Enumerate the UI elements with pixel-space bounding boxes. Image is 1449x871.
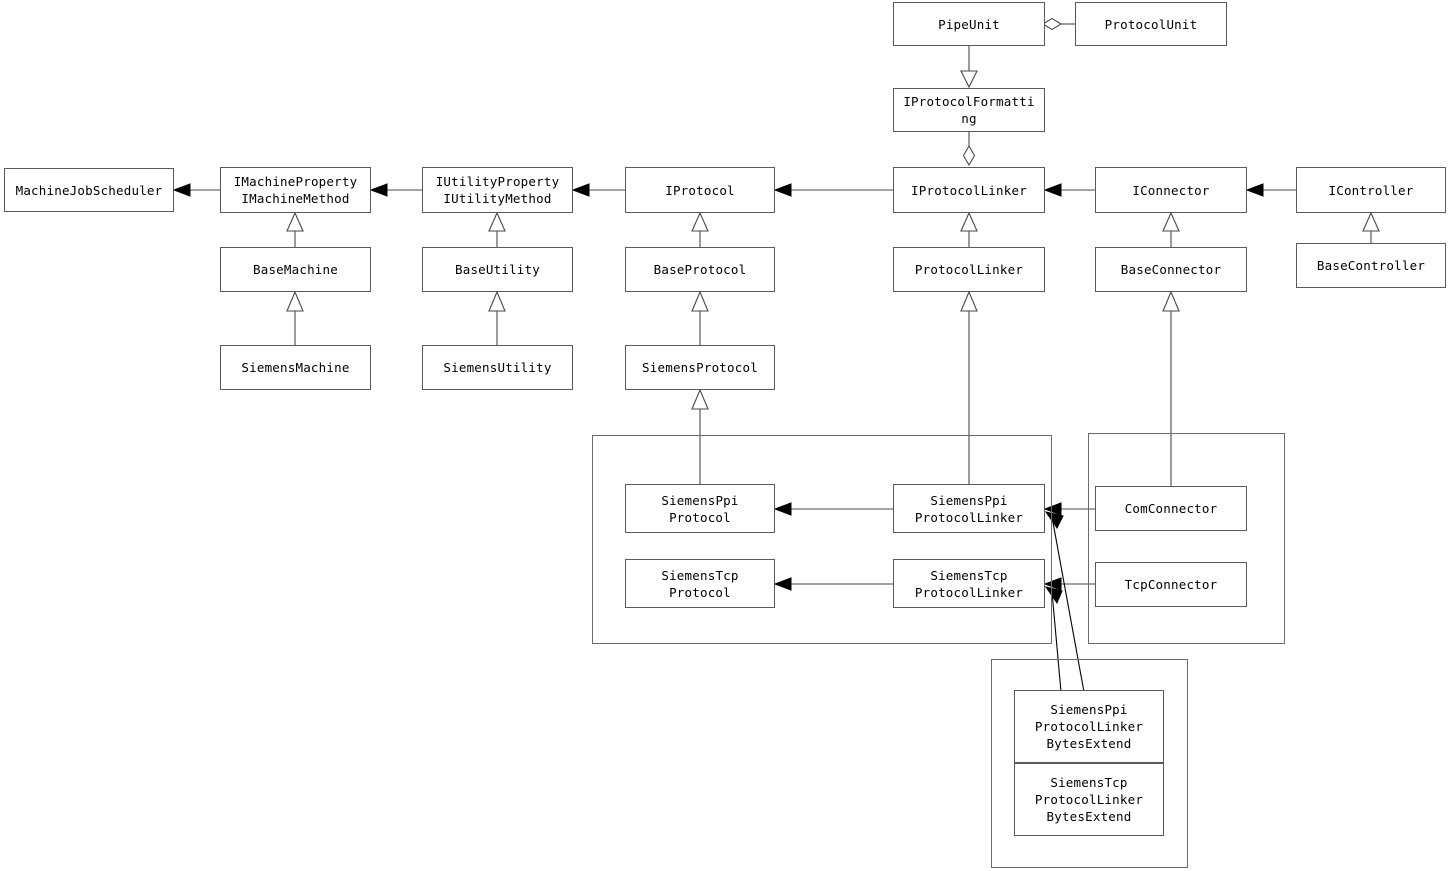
class-label: ProtocolLinker [914,262,1024,277]
class-node-tcp-connector[interactable]: TcpConnector [1095,562,1247,607]
class-node-iprotocol-formatting[interactable]: IProtocolFormatti ng [893,88,1045,132]
class-label: IController [1328,182,1414,198]
class-label: IMachineProperty IMachineMethod [233,174,358,206]
class-label: SiemensMachine [241,360,350,375]
class-label: SiemensTcp ProtocolLinker BytesExtend [1034,775,1144,824]
class-label: IUtilityProperty IUtilityMethod [435,174,560,206]
class-node-base-connector[interactable]: BaseConnector [1095,247,1247,292]
class-node-pipe-unit[interactable]: PipeUnit [893,2,1045,46]
class-label: SiemensTcp Protocol [661,567,739,600]
class-label: BaseProtocol [653,262,747,277]
class-label: SiemensUtility [443,360,552,375]
bytesextend-group [991,659,1188,868]
class-label: IProtocol [665,182,735,198]
class-node-base-machine[interactable]: BaseMachine [220,247,371,292]
class-label: SiemensPpi Protocol [661,492,739,525]
class-node-iprotocol[interactable]: IProtocol [625,167,775,213]
class-label: SiemensProtocol [642,360,758,375]
class-node-icontroller[interactable]: IController [1296,167,1446,213]
class-node-siemens-machine[interactable]: SiemensMachine [220,345,371,390]
class-label: BaseMachine [253,262,338,277]
class-node-siemens-protocol[interactable]: SiemensProtocol [625,345,775,390]
class-label: PipeUnit [938,16,1000,32]
class-label: ComConnector [1124,501,1218,516]
class-node-imachine-property[interactable]: IMachineProperty IMachineMethod [220,167,371,213]
class-node-siemens-tcp-linker-bytesextend[interactable]: SiemensTcp ProtocolLinker BytesExtend [1014,763,1164,836]
connector-group [1088,433,1285,644]
class-label: IConnector [1132,182,1210,198]
class-node-siemens-ppi-protocol-linker[interactable]: SiemensPpi ProtocolLinker [893,484,1045,533]
class-label: BaseController [1316,258,1426,273]
class-label: TcpConnector [1124,577,1218,592]
class-label: IProtocolFormatti ng [903,94,1035,126]
class-node-protocol-unit[interactable]: ProtocolUnit [1075,2,1227,46]
class-node-siemens-tcp-protocol[interactable]: SiemensTcp Protocol [625,559,775,608]
class-node-iprotocol-linker[interactable]: IProtocolLinker [893,167,1045,213]
class-node-base-utility[interactable]: BaseUtility [422,247,573,292]
class-node-com-connector[interactable]: ComConnector [1095,486,1247,531]
class-node-base-protocol[interactable]: BaseProtocol [625,247,775,292]
class-node-siemens-ppi-protocol[interactable]: SiemensPpi Protocol [625,484,775,533]
class-label: BaseUtility [455,262,540,277]
class-label: IProtocolLinker [911,182,1027,198]
protocol-linker-group [592,435,1052,644]
class-node-siemens-tcp-protocol-linker[interactable]: SiemensTcp ProtocolLinker [893,559,1045,608]
class-label: SiemensPpi ProtocolLinker [914,492,1024,525]
class-label: BaseConnector [1120,262,1222,277]
class-label: ProtocolUnit [1104,16,1198,32]
class-label: SiemensPpi ProtocolLinker BytesExtend [1034,702,1144,751]
class-node-iutility-property[interactable]: IUtilityProperty IUtilityMethod [422,167,573,213]
class-node-base-controller[interactable]: BaseController [1296,243,1446,288]
class-node-siemens-utility[interactable]: SiemensUtility [422,345,573,390]
class-label: MachineJobScheduler [15,182,163,198]
class-node-iconnector[interactable]: IConnector [1095,167,1247,213]
class-label: SiemensTcp ProtocolLinker [914,567,1024,600]
class-node-machine-job-scheduler[interactable]: MachineJobScheduler [4,168,174,212]
class-node-siemens-ppi-linker-bytesextend[interactable]: SiemensPpi ProtocolLinker BytesExtend [1014,690,1164,763]
class-node-protocol-linker[interactable]: ProtocolLinker [893,247,1045,292]
